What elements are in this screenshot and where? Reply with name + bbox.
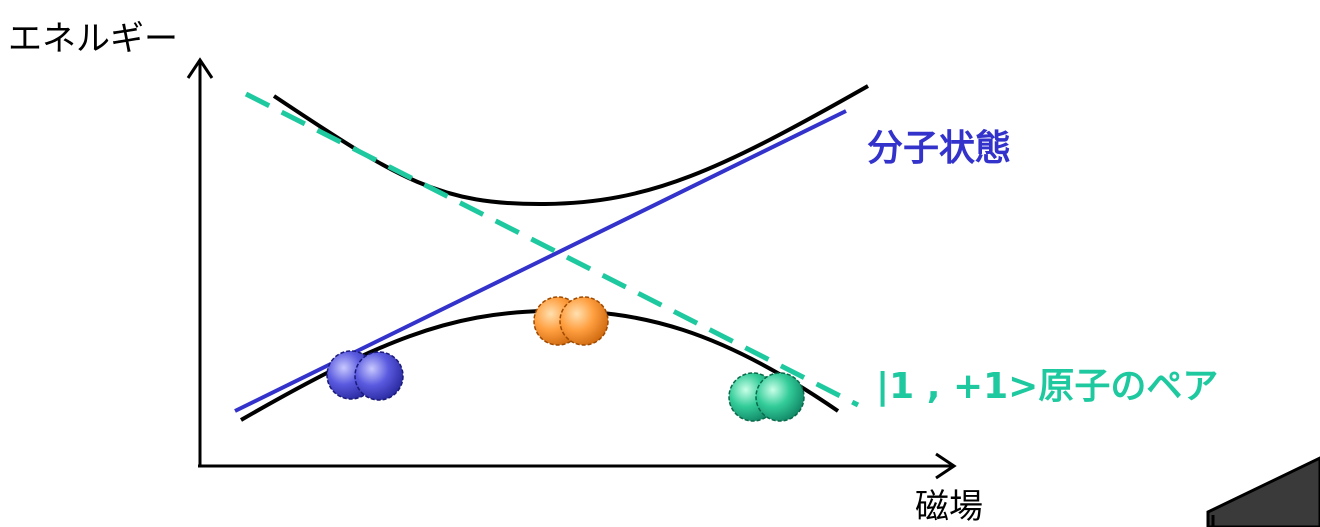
y-axis-label: エネルギー xyxy=(8,19,178,59)
atom-pair-line xyxy=(244,91,860,408)
y-axis-arrowhead xyxy=(186,57,214,79)
corner-shape xyxy=(1206,456,1320,527)
atom-pair-label: |1 , +1>原子のペア xyxy=(876,366,1218,407)
blue-molecule-pair xyxy=(326,350,404,401)
x-axis-label: 磁場 xyxy=(915,487,983,527)
molecular-state-line xyxy=(234,109,847,413)
axes xyxy=(186,57,957,480)
green-molecule-pair xyxy=(728,372,805,422)
molecular-state-label: 分子状態 xyxy=(867,128,1011,169)
orange-molecule-pair xyxy=(533,296,609,346)
x-axis-arrowhead xyxy=(935,452,957,480)
